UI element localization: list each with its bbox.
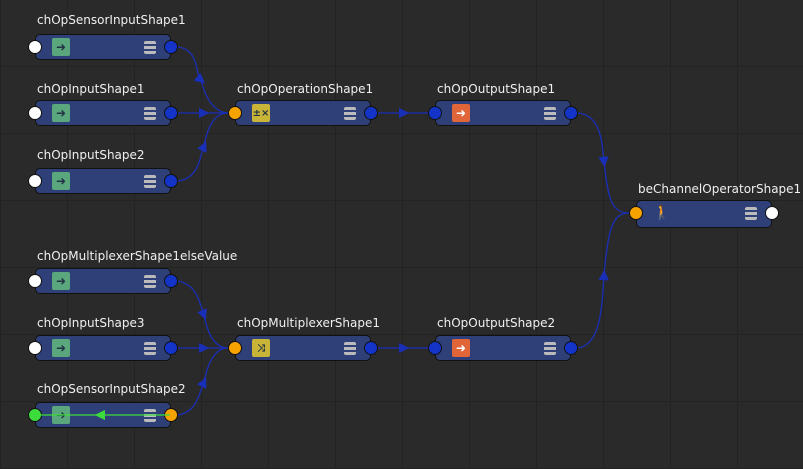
attribute-menu-icon[interactable] xyxy=(144,342,156,355)
node-chop-input-1[interactable]: ➜ xyxy=(28,100,178,126)
output-port[interactable] xyxy=(564,341,578,355)
output-icon: ➜ xyxy=(452,104,470,122)
node-chop-operation-1[interactable]: ±× xyxy=(228,100,378,126)
node-label: chOpOutputShape1 xyxy=(437,82,556,96)
calculator-icon: ±× xyxy=(252,104,270,122)
node-label: beChannelOperatorShape1 xyxy=(638,182,802,196)
input-port[interactable] xyxy=(428,106,442,120)
input-icon: ➜ xyxy=(52,339,70,357)
edge-input2-operation xyxy=(177,141,207,182)
input-port[interactable] xyxy=(28,174,42,188)
attribute-menu-icon[interactable] xyxy=(144,409,156,422)
output-port[interactable] xyxy=(564,106,578,120)
shuffle-icon: ⤨ xyxy=(252,339,270,357)
input-icon: ➜ xyxy=(52,272,70,290)
edge-sensor2-mux xyxy=(177,377,207,416)
input-port[interactable] xyxy=(428,341,442,355)
node-label: chOpInputShape1 xyxy=(37,82,145,96)
node-label: chOpInputShape2 xyxy=(37,148,145,162)
output-port[interactable] xyxy=(164,174,178,188)
input-port[interactable] xyxy=(228,341,242,355)
output-port[interactable] xyxy=(164,274,178,288)
output-port[interactable] xyxy=(364,106,378,120)
node-label: chOpOperationShape1 xyxy=(237,82,374,96)
sensor-input-icon: ➜ xyxy=(52,406,70,424)
node-label: chOpInputShape3 xyxy=(37,316,145,330)
character-icon: 🚶 xyxy=(653,205,671,221)
attribute-menu-icon[interactable] xyxy=(144,275,156,288)
sensor-input-icon: ➜ xyxy=(52,38,70,56)
node-chop-output-1[interactable]: ➜ xyxy=(428,100,578,126)
node-label: chOpMultiplexerShape1 xyxy=(237,316,380,330)
node-chop-sensor-input-2[interactable]: ➜ xyxy=(28,402,178,428)
edge-output2-be xyxy=(577,269,609,349)
attribute-menu-icon[interactable] xyxy=(344,107,356,120)
node-label: chOpSensorInputShape2 xyxy=(37,382,186,396)
node-label: chOpMultiplexerShape1elseValue xyxy=(37,249,238,263)
input-port[interactable] xyxy=(629,206,643,220)
node-label: chOpOutputShape2 xyxy=(437,316,556,330)
output-port[interactable] xyxy=(164,106,178,120)
input-port[interactable] xyxy=(28,106,42,120)
attribute-menu-icon[interactable] xyxy=(544,107,556,120)
edge-muxelse-mux xyxy=(177,280,207,320)
output-port[interactable] xyxy=(765,206,779,220)
attribute-menu-icon[interactable] xyxy=(544,342,556,355)
node-chop-input-2[interactable]: ➜ xyxy=(28,168,178,194)
input-port[interactable] xyxy=(28,341,42,355)
input-icon: ➜ xyxy=(52,172,70,190)
attribute-menu-icon[interactable] xyxy=(144,41,156,54)
node-chop-output-2[interactable]: ➜ xyxy=(428,335,578,361)
edge-sensor1-operation xyxy=(177,46,205,84)
node-be-channel-operator-1[interactable]: 🚶 xyxy=(629,200,779,228)
attribute-menu-icon[interactable] xyxy=(144,107,156,120)
input-port[interactable] xyxy=(28,408,42,422)
output-port[interactable] xyxy=(164,341,178,355)
input-port[interactable] xyxy=(28,40,42,54)
input-port[interactable] xyxy=(228,106,242,120)
node-label: chOpSensorInputShape1 xyxy=(37,13,186,27)
attribute-menu-icon[interactable] xyxy=(144,175,156,188)
input-port[interactable] xyxy=(28,274,42,288)
output-port[interactable] xyxy=(364,341,378,355)
output-icon: ➜ xyxy=(452,339,470,357)
input-icon: ➜ xyxy=(52,104,70,122)
edge-output1-be xyxy=(577,112,609,168)
attribute-menu-icon[interactable] xyxy=(745,207,757,220)
output-port[interactable] xyxy=(164,40,178,54)
node-chop-sensor-input-1[interactable]: ➜ xyxy=(28,34,178,60)
node-chop-multiplexer-else-value[interactable]: ➜ xyxy=(28,268,178,294)
node-chop-input-3[interactable]: ➜ xyxy=(28,335,178,361)
attribute-menu-icon[interactable] xyxy=(344,342,356,355)
node-chop-multiplexer-1[interactable]: ⤨ xyxy=(228,335,378,361)
output-port[interactable] xyxy=(164,408,178,422)
